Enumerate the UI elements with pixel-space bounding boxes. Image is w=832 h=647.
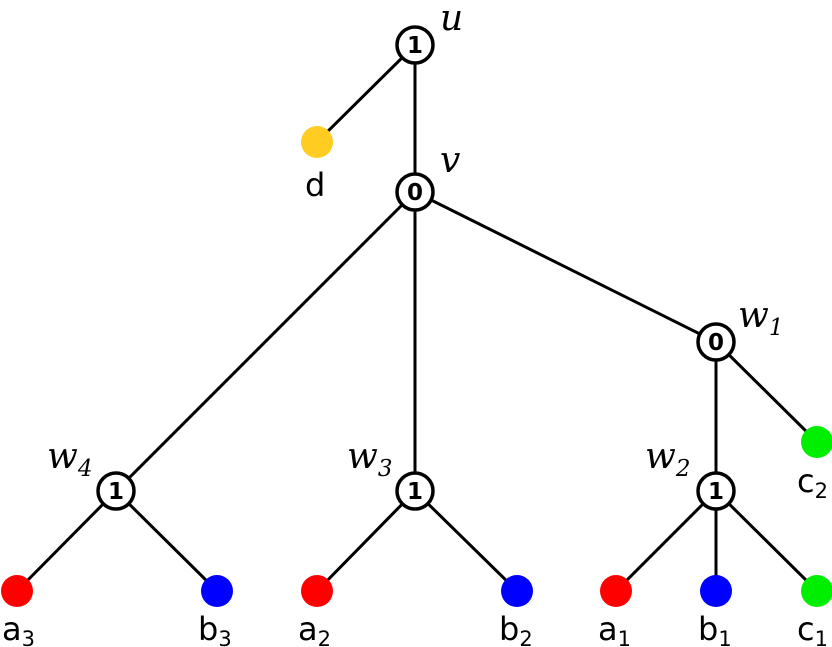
leaf-dot-b3	[201, 575, 233, 607]
edge-v-w4	[114, 190, 417, 493]
leaf-b2: b2	[499, 575, 533, 647]
leaf-a3: a3	[1, 575, 35, 647]
edge-w2-c1	[714, 489, 819, 593]
leaf-dot-c1	[801, 575, 832, 607]
node-w4: 1 w4	[47, 436, 136, 511]
node-value-w4: 1	[108, 479, 124, 505]
node-label-w1: w1	[738, 295, 783, 341]
edge-w3-a2	[315, 489, 417, 593]
node-circle-w3	[395, 471, 435, 511]
leaf-a1: a1	[598, 575, 632, 647]
node-label-w3: w3	[347, 436, 392, 482]
leaf-d: d	[301, 126, 333, 204]
leaves: d c2 a3 b3 a2 b2 a1 b1 c1	[1, 126, 832, 647]
edge-w3-b2	[413, 489, 519, 593]
leaf-label-a2: a2	[298, 610, 331, 647]
node-circle-v	[395, 172, 435, 212]
node-circle-w4	[96, 471, 136, 511]
node-value-w3: 1	[407, 479, 423, 505]
edge-u-d	[315, 43, 417, 144]
leaf-label-a3: a3	[2, 610, 35, 647]
edge-w4-b3	[114, 489, 219, 593]
leaf-c2: c2	[797, 426, 832, 503]
leaf-dot-b2	[501, 575, 533, 607]
leaf-a2: a2	[298, 575, 333, 647]
leaf-c1: c1	[797, 575, 832, 647]
node-u: 1u	[395, 0, 463, 65]
leaf-label-d: d	[305, 166, 325, 204]
node-w1: 0 w1	[696, 295, 783, 362]
edge-v-w1	[414, 190, 717, 344]
leaf-dot-a2	[301, 575, 333, 607]
leaf-label-b1: b1	[698, 610, 732, 647]
edge-w1-c2	[714, 340, 819, 444]
leaf-dot-c2	[801, 426, 832, 458]
node-value-v: 0	[407, 180, 423, 206]
leaf-dot-a3	[1, 575, 33, 607]
node-value-w1: 0	[708, 330, 724, 356]
leaf-b1: b1	[698, 575, 732, 647]
leaf-dot-d	[301, 126, 333, 158]
node-circle-u	[395, 25, 435, 65]
leaf-label-a1: a1	[598, 610, 631, 647]
node-value-u: 1	[407, 33, 423, 59]
node-circle-w1	[696, 322, 736, 362]
edges	[15, 43, 819, 593]
leaf-b3: b3	[198, 575, 233, 647]
leaf-dot-a1	[600, 575, 632, 607]
node-label-w4: w4	[47, 436, 92, 482]
leaf-label-c2: c2	[797, 462, 828, 503]
leaf-dot-b1	[700, 575, 732, 607]
node-v: 0v	[395, 140, 460, 212]
node-w3: 1 w3	[347, 436, 435, 511]
node-w2: 1 w2	[645, 436, 736, 511]
edge-w4-a3	[15, 489, 118, 593]
node-label-w2: w2	[645, 436, 690, 482]
node-label-v: v	[440, 140, 460, 181]
leaf-label-b2: b2	[499, 610, 533, 647]
node-label-u: u	[440, 0, 463, 39]
node-circle-w2	[696, 471, 736, 511]
leaf-label-b3: b3	[198, 610, 232, 647]
edge-w2-a1	[614, 489, 718, 593]
leaf-label-c1: c1	[797, 610, 828, 647]
node-value-w2: 1	[708, 479, 724, 505]
